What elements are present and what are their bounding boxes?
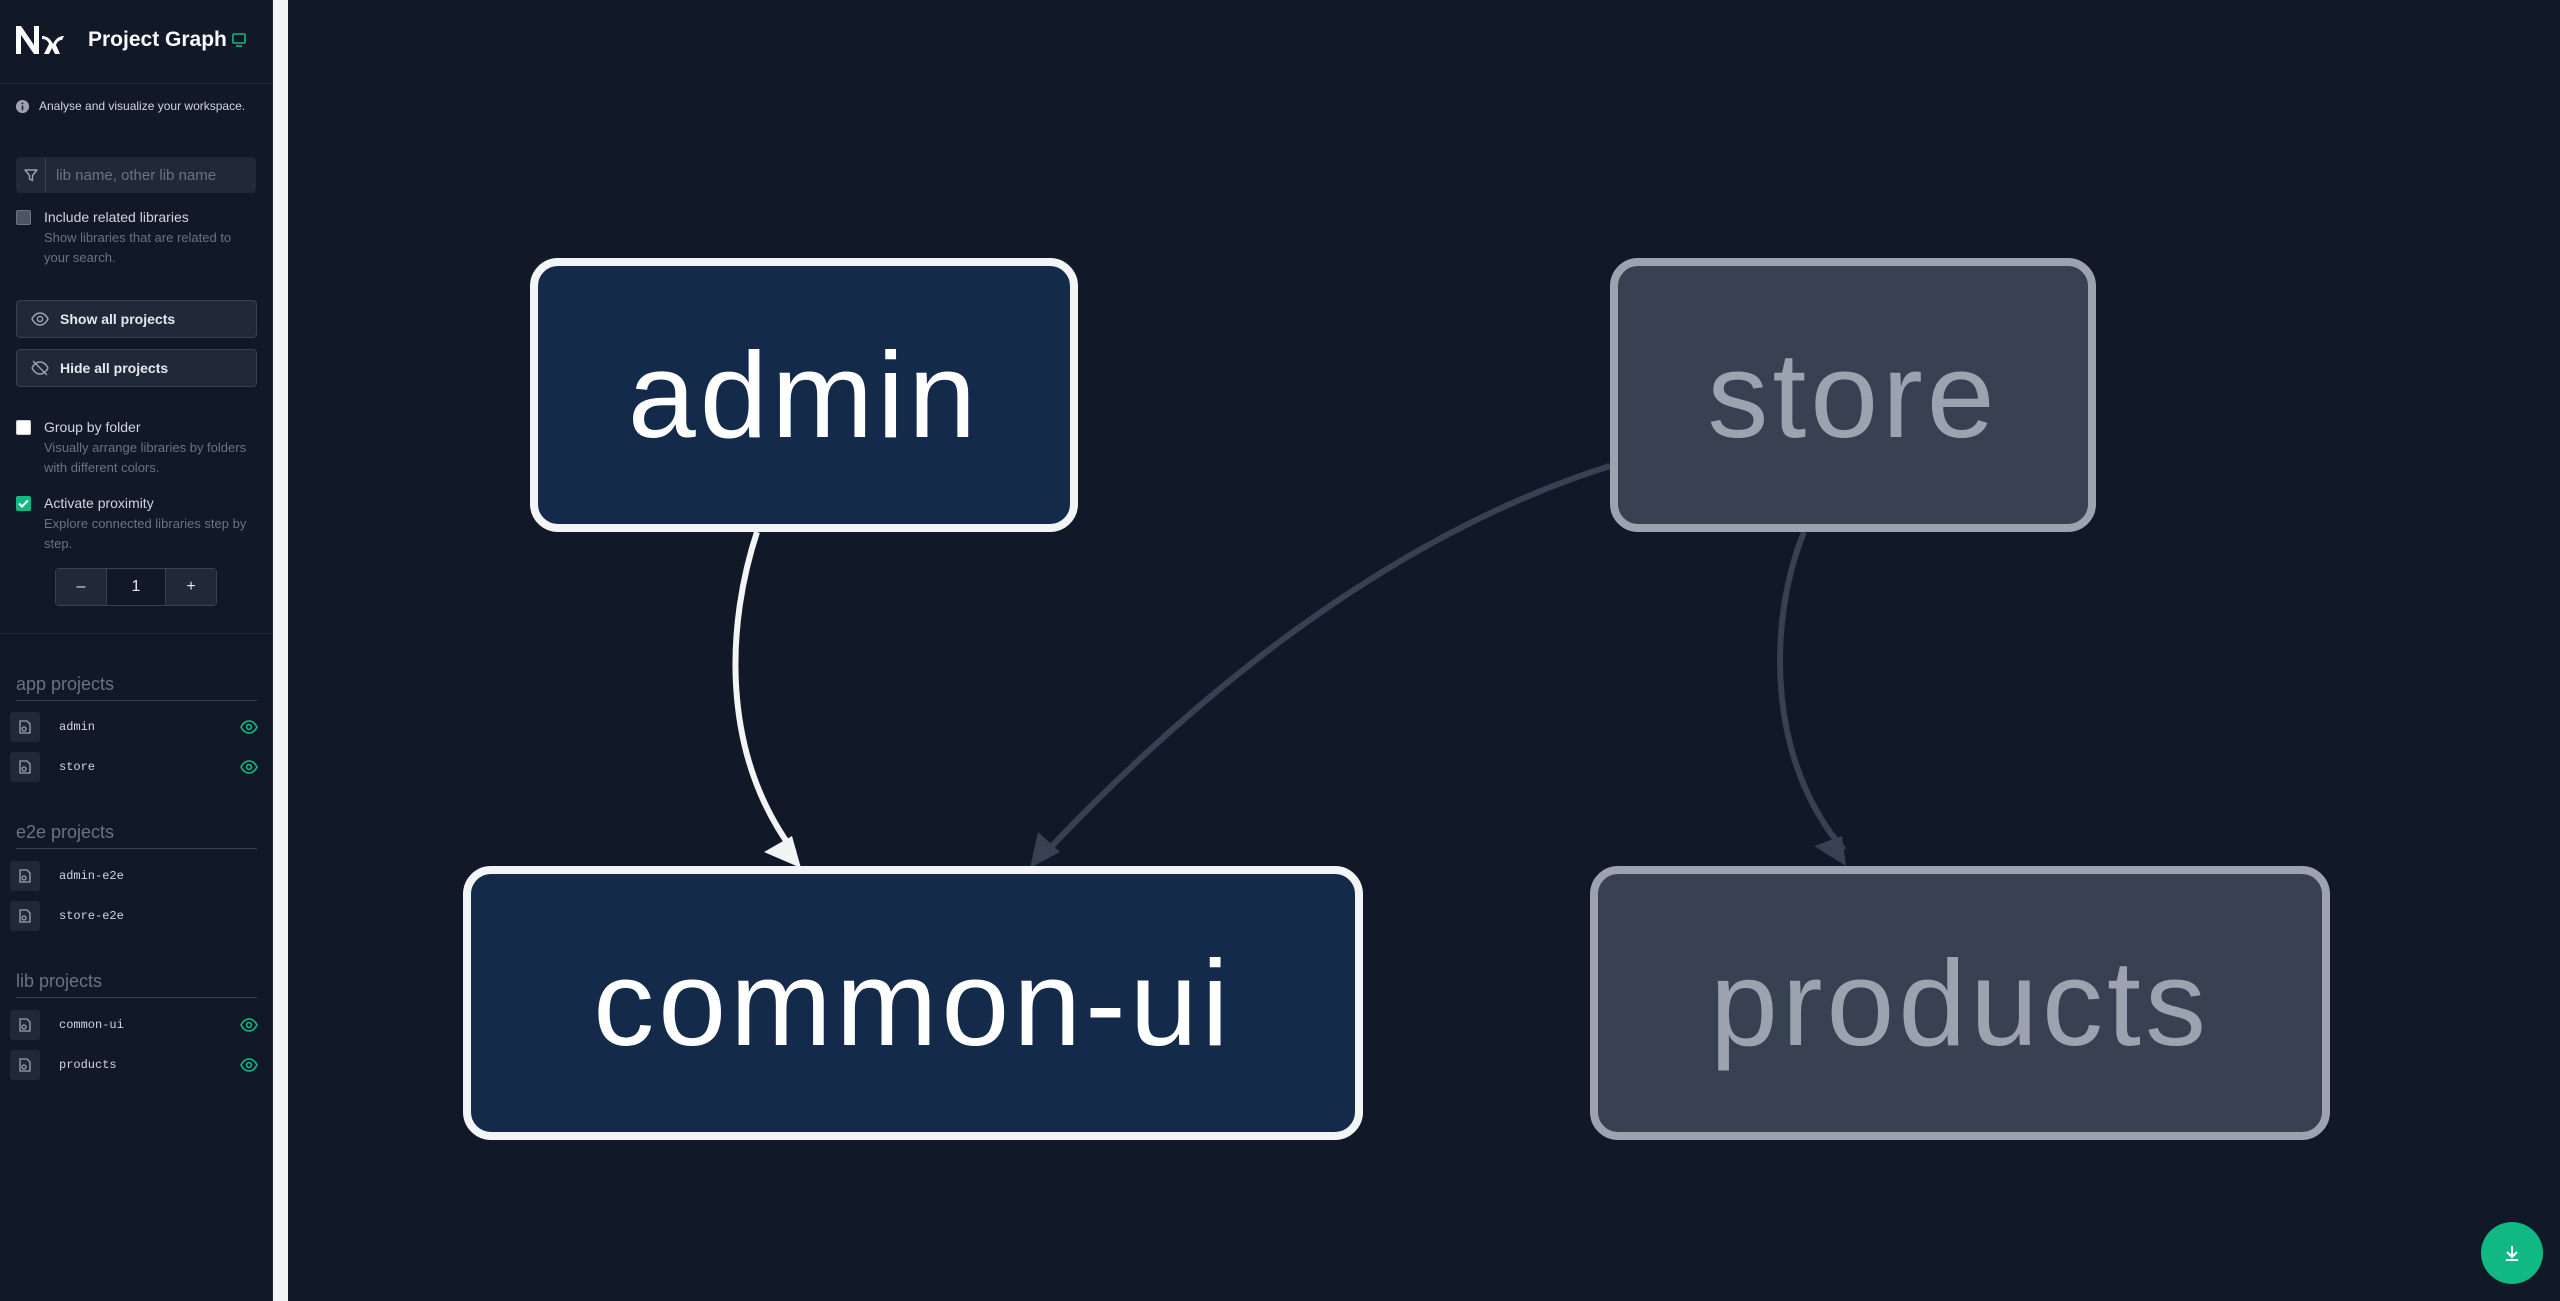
edge-arrowhead	[764, 836, 801, 868]
group-divider	[16, 997, 257, 998]
monitor-icon[interactable]	[231, 32, 247, 48]
group-by-folder-description: Visually arrange libraries by folders wi…	[44, 440, 247, 475]
app-projects-title: app projects	[16, 674, 115, 694]
folder-icon[interactable]	[10, 1050, 40, 1080]
hide-all-projects-button[interactable]: Hide all projects	[16, 349, 257, 387]
graph-canvas[interactable]: admin store common-ui products	[288, 0, 2560, 1301]
eye-off-icon	[31, 360, 49, 376]
info-text: Analyse and visualize your workspace.	[39, 99, 246, 113]
activate-proximity-label: Activate proximity	[44, 495, 154, 511]
e2e-projects-title: e2e projects	[16, 822, 115, 842]
info-icon	[15, 99, 30, 113]
sidebar-divider	[0, 633, 273, 634]
eye-icon[interactable]	[240, 1057, 258, 1073]
edge-store-common-ui	[1047, 463, 1611, 851]
info-row: Analyse and visualize your workspace.	[15, 96, 245, 116]
group-divider	[16, 848, 257, 849]
project-name: store	[59, 760, 96, 774]
activate-proximity-option: Activate proximity Explore connected lib…	[16, 494, 261, 556]
project-item-admin[interactable]: admin	[10, 712, 260, 742]
lib-projects-title: lib projects	[16, 971, 103, 991]
project-item-common-ui[interactable]: common-ui	[10, 1010, 260, 1040]
folder-icon[interactable]	[10, 901, 40, 931]
eye-icon[interactable]	[240, 719, 258, 735]
nx-logo	[16, 26, 64, 54]
project-item-admin-e2e[interactable]: admin-e2e	[10, 861, 260, 891]
include-related-description: Show libraries that are related to your …	[44, 230, 232, 265]
group-by-folder-label: Group by folder	[44, 419, 141, 435]
sidebar: Project Graph Analyse and visualize your…	[0, 0, 273, 1301]
edge-store-products	[1777, 530, 1847, 852]
include-related-checkbox[interactable]	[16, 210, 31, 225]
sidebar-resize-handle[interactable]	[273, 0, 288, 1301]
folder-icon[interactable]	[10, 712, 40, 742]
sidebar-header: Project Graph	[0, 0, 273, 84]
graph-node-common-ui[interactable]: common-ui	[463, 866, 1363, 1140]
project-name: admin-e2e	[59, 869, 124, 883]
activate-proximity-description: Explore connected libraries step by step…	[44, 516, 247, 551]
folder-icon[interactable]	[10, 752, 40, 782]
download-button[interactable]	[2481, 1222, 2543, 1284]
group-divider	[16, 700, 257, 701]
graph-node-store[interactable]: store	[1610, 258, 2096, 532]
group-by-folder-checkbox[interactable]	[16, 420, 31, 435]
increment-button[interactable]: +	[166, 569, 216, 605]
eye-icon	[31, 312, 49, 326]
include-related-option: Include related libraries Show libraries…	[16, 208, 261, 268]
group-by-folder-option: Group by folder Visually arrange librari…	[16, 418, 261, 480]
eye-icon[interactable]	[240, 759, 258, 775]
activate-proximity-checkbox[interactable]	[16, 496, 31, 511]
decrement-button[interactable]: –	[56, 569, 106, 605]
include-related-label: Include related libraries	[44, 209, 189, 225]
eye-icon[interactable]	[240, 1017, 258, 1033]
page-title: Project Graph	[88, 28, 227, 51]
search-input[interactable]	[46, 166, 255, 184]
proximity-stepper: – 1 +	[55, 568, 217, 606]
filter-icon	[17, 158, 46, 192]
edge-arrowhead	[1030, 832, 1060, 868]
project-item-store[interactable]: store	[10, 752, 260, 782]
folder-icon[interactable]	[10, 861, 40, 891]
show-all-projects-button[interactable]: Show all projects	[16, 300, 257, 338]
hide-all-projects-label: Hide all projects	[60, 360, 169, 376]
project-item-store-e2e[interactable]: store-e2e	[10, 901, 260, 931]
project-name: common-ui	[59, 1018, 124, 1032]
proximity-value: 1	[106, 569, 166, 605]
download-icon	[2506, 1246, 2518, 1261]
project-item-products[interactable]: products	[10, 1050, 260, 1080]
project-name: products	[59, 1058, 117, 1072]
graph-node-admin[interactable]: admin	[530, 258, 1078, 532]
folder-icon[interactable]	[10, 1010, 40, 1040]
project-name: store-e2e	[59, 909, 124, 923]
project-name: admin	[59, 720, 96, 734]
edge-arrowhead	[1814, 836, 1846, 866]
graph-node-products[interactable]: products	[1590, 866, 2330, 1140]
search-box	[16, 157, 256, 193]
graph-edges	[732, 463, 1847, 868]
show-all-projects-label: Show all projects	[60, 311, 176, 327]
edge-admin-common-ui	[732, 531, 797, 854]
